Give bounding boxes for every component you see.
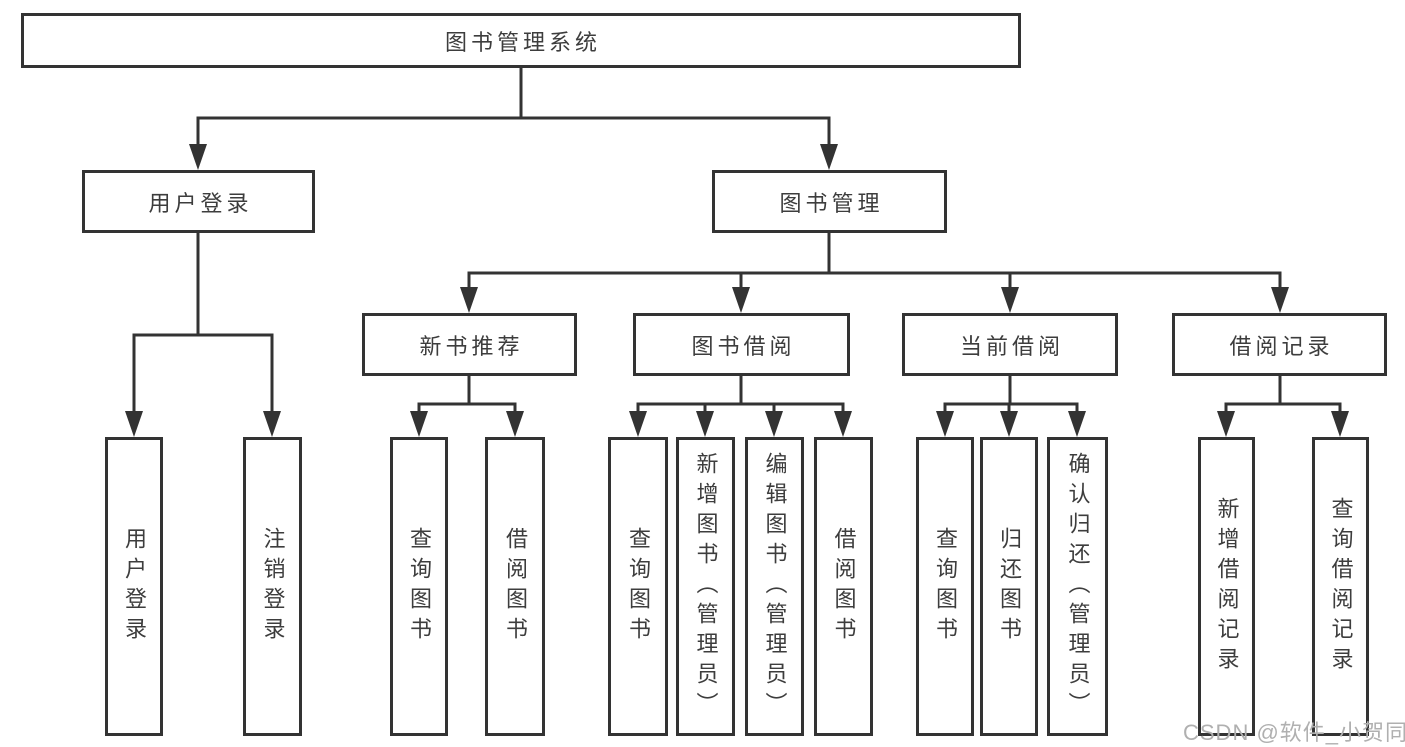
node-label: 借阅记录 bbox=[1229, 333, 1334, 359]
node-label: 用户登录 bbox=[148, 190, 253, 216]
node-root-system: 图书管理系统 bbox=[21, 13, 1021, 68]
node-label: 图书管理 bbox=[779, 190, 884, 216]
node-label: 注销登录 bbox=[260, 526, 286, 647]
leaf-add-borrow-record: 新增借阅记录 bbox=[1198, 437, 1255, 736]
leaf-query-books-recommend: 查询图书 bbox=[390, 437, 448, 736]
csdn-watermark: CSDN @软件_小贺同学 bbox=[1183, 720, 1405, 745]
node-book-borrowing: 图书借阅 bbox=[633, 313, 850, 376]
node-label: 查询图书 bbox=[626, 526, 651, 647]
node-user-login-branch: 用户登录 bbox=[82, 170, 315, 233]
node-label: 归还图书 bbox=[997, 526, 1022, 647]
node-label: 图书管理系统 bbox=[444, 29, 601, 55]
leaf-query-books-current: 查询图书 bbox=[916, 437, 974, 736]
leaf-borrow-books-recommend: 借阅图书 bbox=[485, 437, 545, 736]
node-label: 新书推荐 bbox=[419, 333, 524, 359]
node-current-borrowing: 当前借阅 bbox=[902, 313, 1118, 376]
leaf-confirm-return-admin: 确认归还（管理员） bbox=[1047, 437, 1108, 736]
node-label: 确认归还（管理员） bbox=[1065, 451, 1091, 722]
leaf-query-books-borrowing: 查询图书 bbox=[608, 437, 668, 736]
node-label: 借阅图书 bbox=[831, 526, 857, 647]
leaf-logout: 注销登录 bbox=[243, 437, 302, 736]
node-label: 当前借阅 bbox=[959, 333, 1064, 359]
node-label: 查询图书 bbox=[407, 526, 432, 647]
node-label: 用户登录 bbox=[122, 526, 147, 647]
node-new-book-recommend: 新书推荐 bbox=[362, 313, 577, 376]
node-label: 新增图书（管理员） bbox=[693, 451, 719, 722]
node-label: 查询图书 bbox=[933, 526, 958, 647]
node-label: 借阅图书 bbox=[503, 526, 528, 647]
node-book-management-branch: 图书管理 bbox=[712, 170, 947, 233]
leaf-borrow-books: 借阅图书 bbox=[814, 437, 873, 736]
node-label: 新增借阅记录 bbox=[1214, 496, 1240, 677]
leaf-edit-book-admin: 编辑图书（管理员） bbox=[745, 437, 804, 736]
node-label: 编辑图书（管理员） bbox=[762, 451, 788, 722]
node-label: 查询借阅记录 bbox=[1328, 496, 1354, 677]
leaf-add-book-admin: 新增图书（管理员） bbox=[676, 437, 735, 736]
leaf-query-borrow-record: 查询借阅记录 bbox=[1312, 437, 1369, 736]
leaf-return-books: 归还图书 bbox=[980, 437, 1038, 736]
node-label: 图书借阅 bbox=[691, 333, 796, 359]
node-borrowing-records: 借阅记录 bbox=[1172, 313, 1387, 376]
leaf-user-login: 用户登录 bbox=[105, 437, 163, 736]
